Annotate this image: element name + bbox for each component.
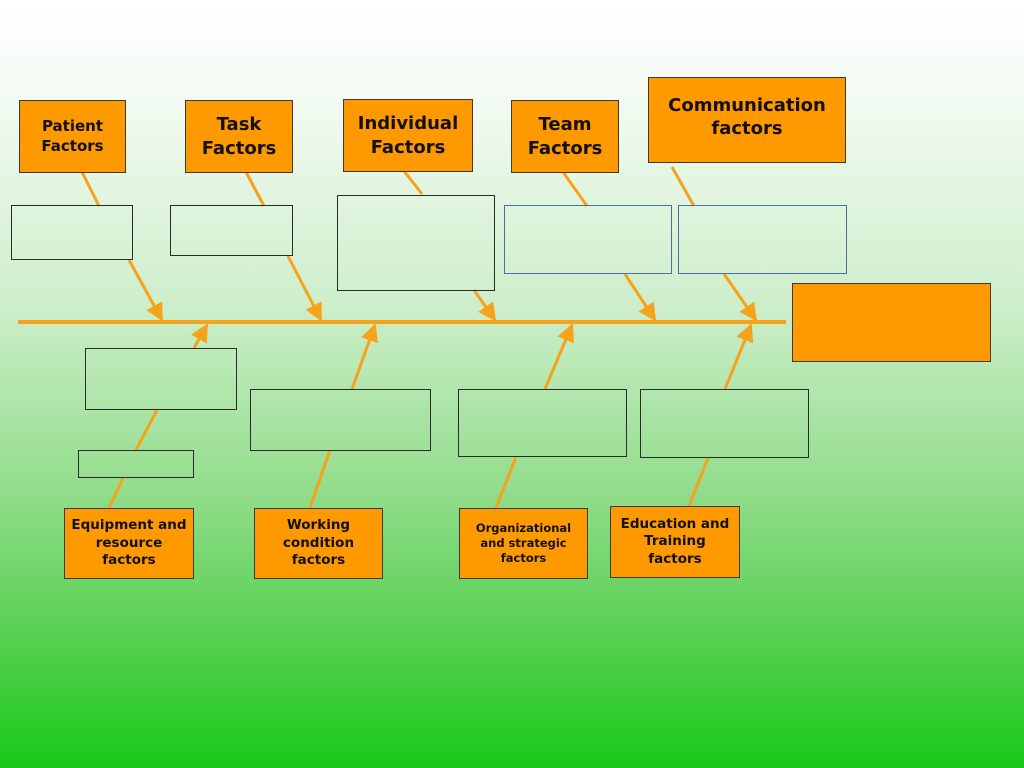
bone-education-upper [723,323,754,390]
bone-communication-lower [722,273,758,322]
category-label-communication: Communication factors [648,77,846,163]
cause-box-communication [678,205,847,274]
cause-box-organizational [458,389,627,457]
cause-box-education [640,389,809,458]
bone-patient-lower [127,259,164,322]
effect-box [792,283,991,362]
cause-box-task [170,205,293,256]
bone-working-upper [350,323,378,390]
bone-team-upper [561,171,589,207]
bone-team-lower [623,273,657,322]
bone-education-lower [687,457,710,507]
category-label-equipment: Equipment and resource factors [64,508,194,579]
bone-individual-lower [472,289,497,322]
cause-box-individual [337,195,495,291]
category-label-patient: Patient Factors [19,100,126,173]
bone-organizational-lower [494,456,518,509]
bone-equipment-lower [107,477,125,509]
bone-organizational-upper [543,323,574,390]
cause-box-working [250,389,431,451]
category-label-team: Team Factors [511,100,619,173]
bone-task-lower [286,255,323,322]
bone-patient-upper [80,171,101,207]
cause-box-equipment [85,348,237,410]
category-label-working: Working condition factors [254,508,383,579]
bone-communication-upper [670,166,696,207]
bone-equipment-mid [134,409,159,451]
category-label-task: Task Factors [185,100,293,173]
category-label-individual: Individual Factors [343,99,473,172]
category-label-organizational: Organizational and strategic factors [459,508,588,579]
cause-box-equipment-sub [78,450,194,478]
bone-equipment-upper [191,323,209,349]
bone-working-lower [308,449,332,509]
bone-individual-upper [402,170,424,195]
cause-box-team [504,205,672,274]
category-label-education: Education and Training factors [610,506,740,578]
cause-box-patient [11,205,133,260]
bone-task-upper [244,171,266,207]
